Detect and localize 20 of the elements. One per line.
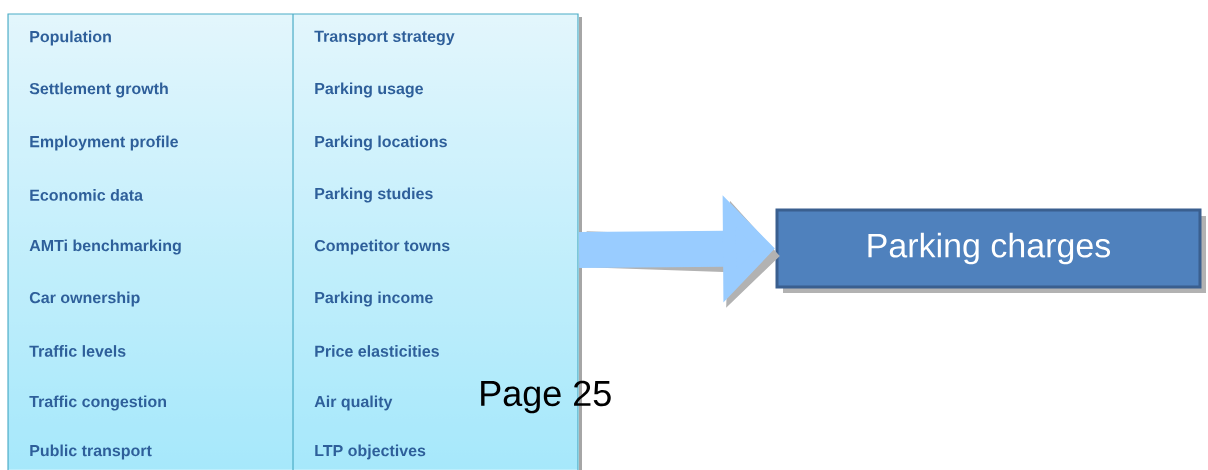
list-item: Price elasticities <box>315 345 439 357</box>
list-item: Competitor towns <box>314 239 450 255</box>
list-item: Settlement growth <box>29 82 168 98</box>
list-item: Traffic congestion <box>29 395 166 411</box>
list-item: Traffic levels <box>29 345 126 357</box>
list-item: Economic data <box>30 189 144 201</box>
list-item: Parking income <box>315 291 433 307</box>
list-item: Parking studies <box>315 187 433 203</box>
list-item: Car ownership <box>29 291 140 307</box>
page-number: Page 25 <box>481 380 611 414</box>
result-box: Parking charges <box>775 208 1202 289</box>
list-item: Employment profile <box>30 135 178 151</box>
list-item: Parking locations <box>315 135 447 151</box>
list-item: Parking usage <box>315 82 423 98</box>
list-item: Transport strategy <box>314 30 455 46</box>
list-item: LTP objectives <box>315 444 426 460</box>
list-item: Public transport <box>30 444 152 460</box>
list-item: AMTi benchmarking <box>29 239 181 255</box>
list-item: Air quality <box>314 395 393 411</box>
list-item: Population <box>30 30 111 46</box>
